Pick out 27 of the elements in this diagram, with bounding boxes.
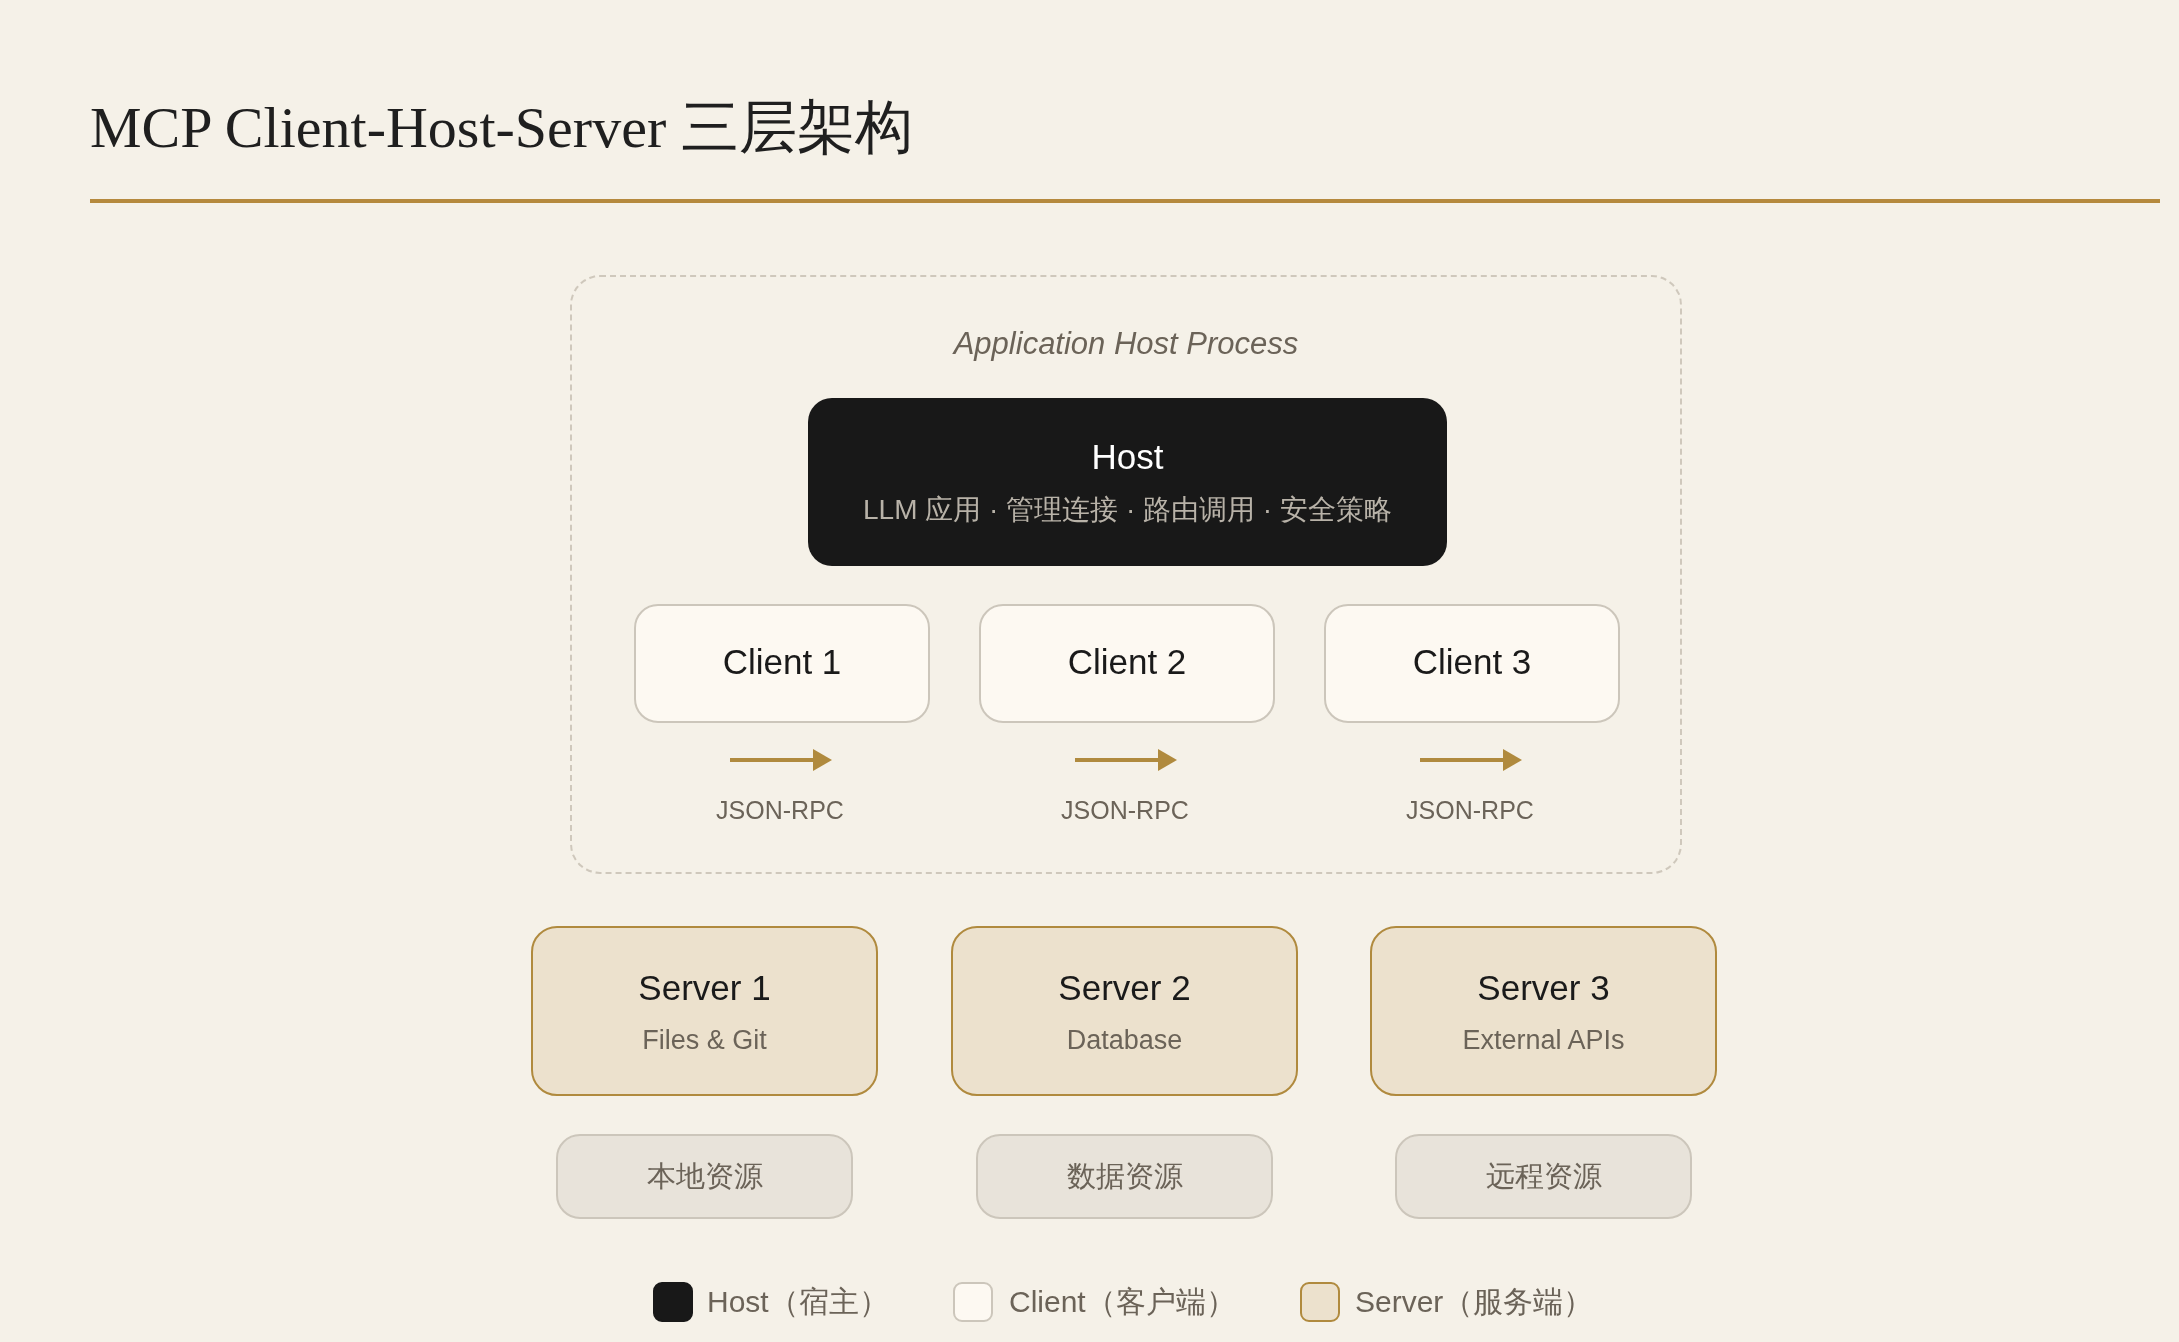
arrow-label: JSON-RPC xyxy=(716,795,844,825)
client-box: Client 3 xyxy=(1324,604,1620,723)
node-subtitle: LLM 应用 · 管理连接 · 路由调用 · 安全策略 xyxy=(863,493,1392,527)
node-subtitle: Files & Git xyxy=(642,1024,767,1056)
resource-box: 数据资源 xyxy=(976,1134,1273,1219)
node-subtitle: Database xyxy=(1066,1024,1183,1056)
node-title: Server 3 xyxy=(1477,966,1610,1008)
node-title: Server 1 xyxy=(638,966,771,1008)
node-title: Server 2 xyxy=(1058,966,1191,1008)
server-box xyxy=(531,926,878,1096)
title: MCP Client-Host-Server 三层架构 xyxy=(90,94,913,162)
client-box: Client 1 xyxy=(634,604,930,723)
host-box xyxy=(808,398,1447,566)
legend-label: Server（服务端） xyxy=(1355,1284,1594,1320)
dashed-container xyxy=(570,275,1682,874)
node-subtitle: External APIs xyxy=(1462,1024,1625,1056)
node-title: Host xyxy=(1091,437,1164,477)
resource-box: 本地资源 xyxy=(556,1134,853,1219)
arrow-label: JSON-RPC xyxy=(1406,795,1534,825)
arrow-label: JSON-RPC xyxy=(1061,795,1189,825)
client-box: Client 2 xyxy=(979,604,1275,723)
container-label: Application Host Process xyxy=(953,325,1299,363)
server-box xyxy=(951,926,1298,1096)
legend-label: Client（客户端） xyxy=(1009,1284,1236,1320)
resource-box: 远程资源 xyxy=(1395,1134,1692,1219)
legend-label: Host（宿主） xyxy=(707,1284,889,1320)
server-box xyxy=(1370,926,1717,1096)
